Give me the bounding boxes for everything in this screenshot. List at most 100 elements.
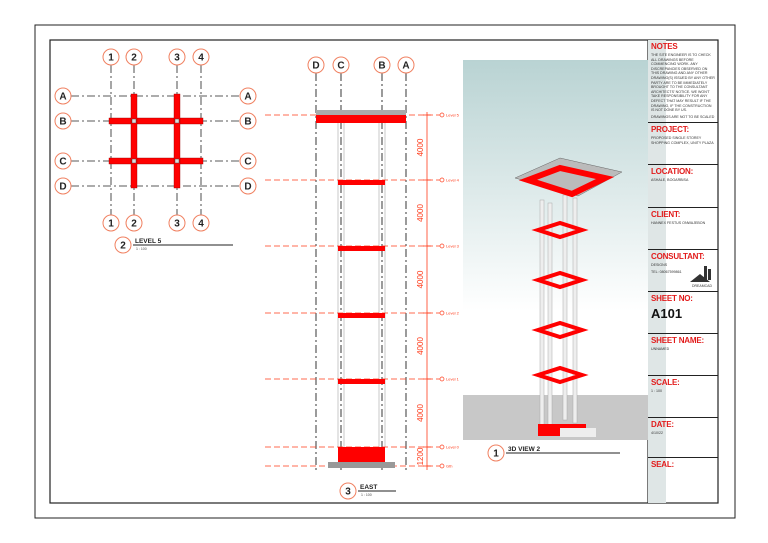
date-section: DATE: 4/10/22 bbox=[648, 417, 718, 457]
3d-view-number-label: 1 bbox=[493, 449, 499, 460]
level-marker bbox=[439, 463, 445, 469]
column bbox=[131, 158, 137, 164]
level-marker bbox=[439, 376, 445, 382]
grid-bubble-left-label: C bbox=[59, 157, 66, 168]
roof-beams-3d bbox=[518, 164, 615, 198]
grid-bubble-bottom bbox=[125, 214, 143, 232]
consultant-section: CONSULTANT: Designs Tel: 08067599861 DRE… bbox=[648, 249, 718, 291]
grid-bubble-label: C bbox=[337, 61, 344, 72]
sheet-no-section: SHEET NO: A101 bbox=[648, 291, 718, 333]
grid-bubble-left bbox=[54, 112, 72, 130]
grid-bubble-bottom bbox=[168, 214, 186, 232]
beam bbox=[338, 246, 385, 251]
footing bbox=[328, 462, 395, 468]
outer-border bbox=[34, 24, 736, 519]
beam bbox=[173, 93, 181, 189]
grid-bubble-top-label: 3 bbox=[174, 53, 180, 64]
column-3d bbox=[572, 197, 578, 424]
grid-bubble-bottom bbox=[192, 214, 210, 232]
grid-bubble-right bbox=[239, 177, 257, 195]
beam bbox=[338, 379, 385, 384]
grid-bubble bbox=[373, 56, 391, 74]
client-section: CLIENT: Hannex Festus Onwajebon bbox=[648, 207, 718, 249]
grid-bubble-top bbox=[125, 48, 143, 66]
grid-bubble-top-label: 4 bbox=[198, 53, 204, 64]
elevation-view-number-label: 3 bbox=[345, 487, 351, 498]
plan-view-number bbox=[114, 236, 132, 254]
dimension-text: 4000 bbox=[416, 337, 425, 355]
level-label: Level 5 bbox=[446, 113, 460, 118]
grid-bubble-left-label: D bbox=[59, 182, 66, 193]
grid-bubble-right bbox=[239, 87, 257, 105]
grid-bubble-right-label: D bbox=[244, 182, 251, 193]
grid-bubble-label: B bbox=[378, 61, 385, 72]
grid-bubble-top bbox=[168, 48, 186, 66]
east-elevation: D C B A Level 5 Level 4 Level 3 Level 2 Level 1 L… bbox=[265, 56, 460, 470]
level-label: Level 1 bbox=[446, 377, 460, 382]
column bbox=[131, 118, 137, 124]
beam-ring-3d bbox=[531, 270, 589, 290]
scale-section: SCALE: 1 : 100 bbox=[648, 375, 718, 417]
notes-section: NOTES The site engineer is to check all … bbox=[651, 42, 715, 119]
grid-bubble bbox=[397, 56, 415, 74]
level-label: Level 2 bbox=[446, 311, 460, 316]
roof-slab bbox=[316, 110, 406, 115]
svg-text:DREAMCAD: DREAMCAD bbox=[692, 284, 713, 288]
grid-bubble-right bbox=[239, 112, 257, 130]
title-block-strip bbox=[648, 40, 666, 503]
grid-bubble-left bbox=[54, 87, 72, 105]
dimension-text: 4000 bbox=[416, 270, 425, 288]
dimension-text: 4000 bbox=[416, 138, 425, 156]
grid-bubble-right-label: A bbox=[244, 92, 251, 103]
grid-bubble-bottom-label: 2 bbox=[131, 219, 137, 230]
dimension-text: 1200 bbox=[416, 447, 425, 465]
level-label: Level 3 bbox=[446, 244, 460, 249]
grid-bubble-left bbox=[54, 177, 72, 195]
beam-ring-3d bbox=[531, 220, 589, 240]
grid-bubble bbox=[332, 56, 350, 74]
level-label: Level 0 bbox=[446, 445, 460, 450]
grid-bubble-bottom-label: 4 bbox=[198, 219, 204, 230]
inner-frame bbox=[49, 39, 719, 504]
column-3d bbox=[547, 202, 553, 429]
level-label: Level 4 bbox=[446, 178, 460, 183]
grid-bubble-left bbox=[54, 152, 72, 170]
level-marker bbox=[439, 243, 445, 249]
grid-bubble bbox=[307, 56, 325, 74]
grid-bubble-right-label: B bbox=[244, 117, 251, 128]
dimension-text: 4000 bbox=[416, 404, 425, 422]
grid-bubble-right-label: C bbox=[244, 157, 251, 168]
column-3d bbox=[562, 194, 568, 421]
dreamcad-logo: DREAMCAD bbox=[688, 262, 716, 288]
grid-bubble-top-label: 2 bbox=[131, 53, 137, 64]
grid-bubble-label: A bbox=[402, 61, 409, 72]
level-marker bbox=[439, 444, 445, 450]
location-section: LOCATION: Ashale, Bogarbisa bbox=[648, 164, 718, 207]
project-section: PROJECT: Proposed single storey shopping… bbox=[648, 122, 718, 164]
beam bbox=[130, 93, 138, 189]
grid-bubble-left-label: B bbox=[59, 117, 66, 128]
3d-view-title: 3D VIEW 2 bbox=[508, 446, 541, 453]
beam bbox=[108, 117, 204, 125]
elevation-view-scale: 1 : 100 bbox=[361, 493, 372, 497]
beam bbox=[338, 313, 385, 318]
beam-ring-3d bbox=[531, 320, 589, 340]
level-marker bbox=[439, 310, 445, 316]
plan-view-scale: 1 : 100 bbox=[136, 247, 147, 251]
grid-bubble-top bbox=[192, 48, 210, 66]
grid-bubble-right bbox=[239, 152, 257, 170]
plan-view-title: LEVEL 5 bbox=[135, 238, 162, 245]
grid-bubble-bottom bbox=[102, 214, 120, 232]
3d-view-number bbox=[487, 444, 505, 462]
grid-bubble-bottom-label: 1 bbox=[108, 219, 114, 230]
level-marker bbox=[439, 112, 445, 118]
column bbox=[174, 158, 180, 164]
elevation-view-number bbox=[339, 482, 357, 500]
sheet-name-section: SHEET NAME: Unnamed bbox=[648, 333, 718, 375]
elevation-view-title: EAST bbox=[360, 484, 377, 491]
footing-3d bbox=[560, 428, 596, 437]
foundation bbox=[338, 447, 385, 462]
grid-bubble-label: D bbox=[312, 61, 319, 72]
